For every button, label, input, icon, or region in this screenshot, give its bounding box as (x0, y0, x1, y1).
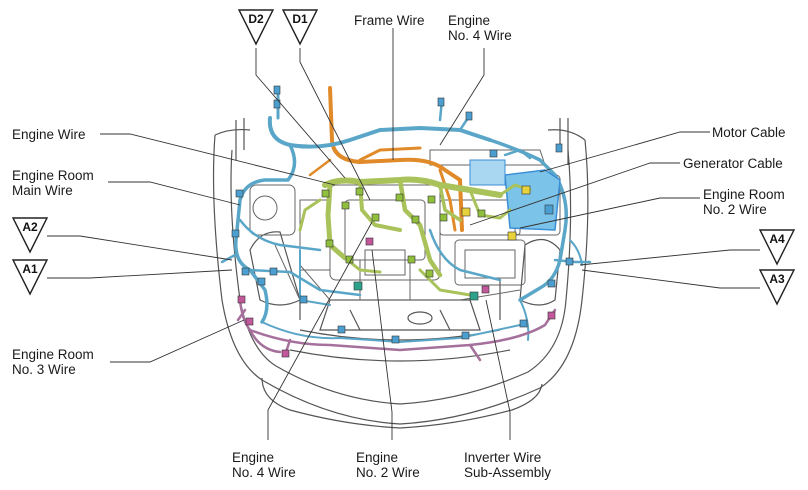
label-engine-no4-wire-top: Engine No. 4 Wire (448, 13, 512, 43)
label-generator-cable: Generator Cable (683, 156, 783, 171)
frame-wire-harness (308, 86, 464, 232)
connectors (231, 85, 574, 358)
marker-d2-triangle (237, 9, 275, 46)
marker-d1-triangle (281, 9, 319, 46)
marker-a1: A1 (11, 259, 49, 296)
marker-a3-label: A3 (769, 272, 785, 286)
marker-a2: A2 (11, 217, 49, 254)
engine-room-harness (220, 88, 592, 343)
marker-d2-label: D2 (248, 12, 264, 26)
marker-a4-label: A4 (769, 232, 785, 246)
label-engine-room-no2-wire: Engine Room No. 2 Wire (703, 187, 785, 217)
label-frame-wire: Frame Wire (354, 13, 425, 28)
marker-a1-label: A1 (22, 262, 38, 276)
label-engine-room-main-wire: Engine Room Main Wire (12, 168, 94, 198)
marker-a2-label: A2 (22, 220, 38, 234)
marker-a3-triangle (758, 269, 796, 306)
leader-lines (47, 28, 760, 440)
label-engine-no2-wire-bottom: Engine No. 2 Wire (356, 450, 420, 480)
label-motor-cable: Motor Cable (712, 125, 786, 140)
marker-d1-label: D1 (292, 12, 308, 26)
label-engine-no4-wire-bottom: Engine No. 4 Wire (232, 450, 296, 480)
engine-wire-harness (298, 176, 532, 297)
marker-a1-triangle (11, 259, 49, 296)
label-inverter-wire-sub-assembly: Inverter Wire Sub-Assembly (464, 450, 552, 480)
marker-a3: A3 (758, 269, 796, 306)
marker-d2: D2 (237, 9, 275, 46)
engine-room-no3-harness (236, 298, 557, 362)
label-engine-wire: Engine Wire (12, 127, 86, 142)
marker-a4: A4 (758, 229, 796, 266)
marker-d1: D1 (281, 9, 319, 46)
marker-a2-triangle (11, 217, 49, 254)
label-engine-room-no3-wire: Engine Room No. 3 Wire (12, 347, 94, 377)
marker-a4-triangle (758, 229, 796, 266)
